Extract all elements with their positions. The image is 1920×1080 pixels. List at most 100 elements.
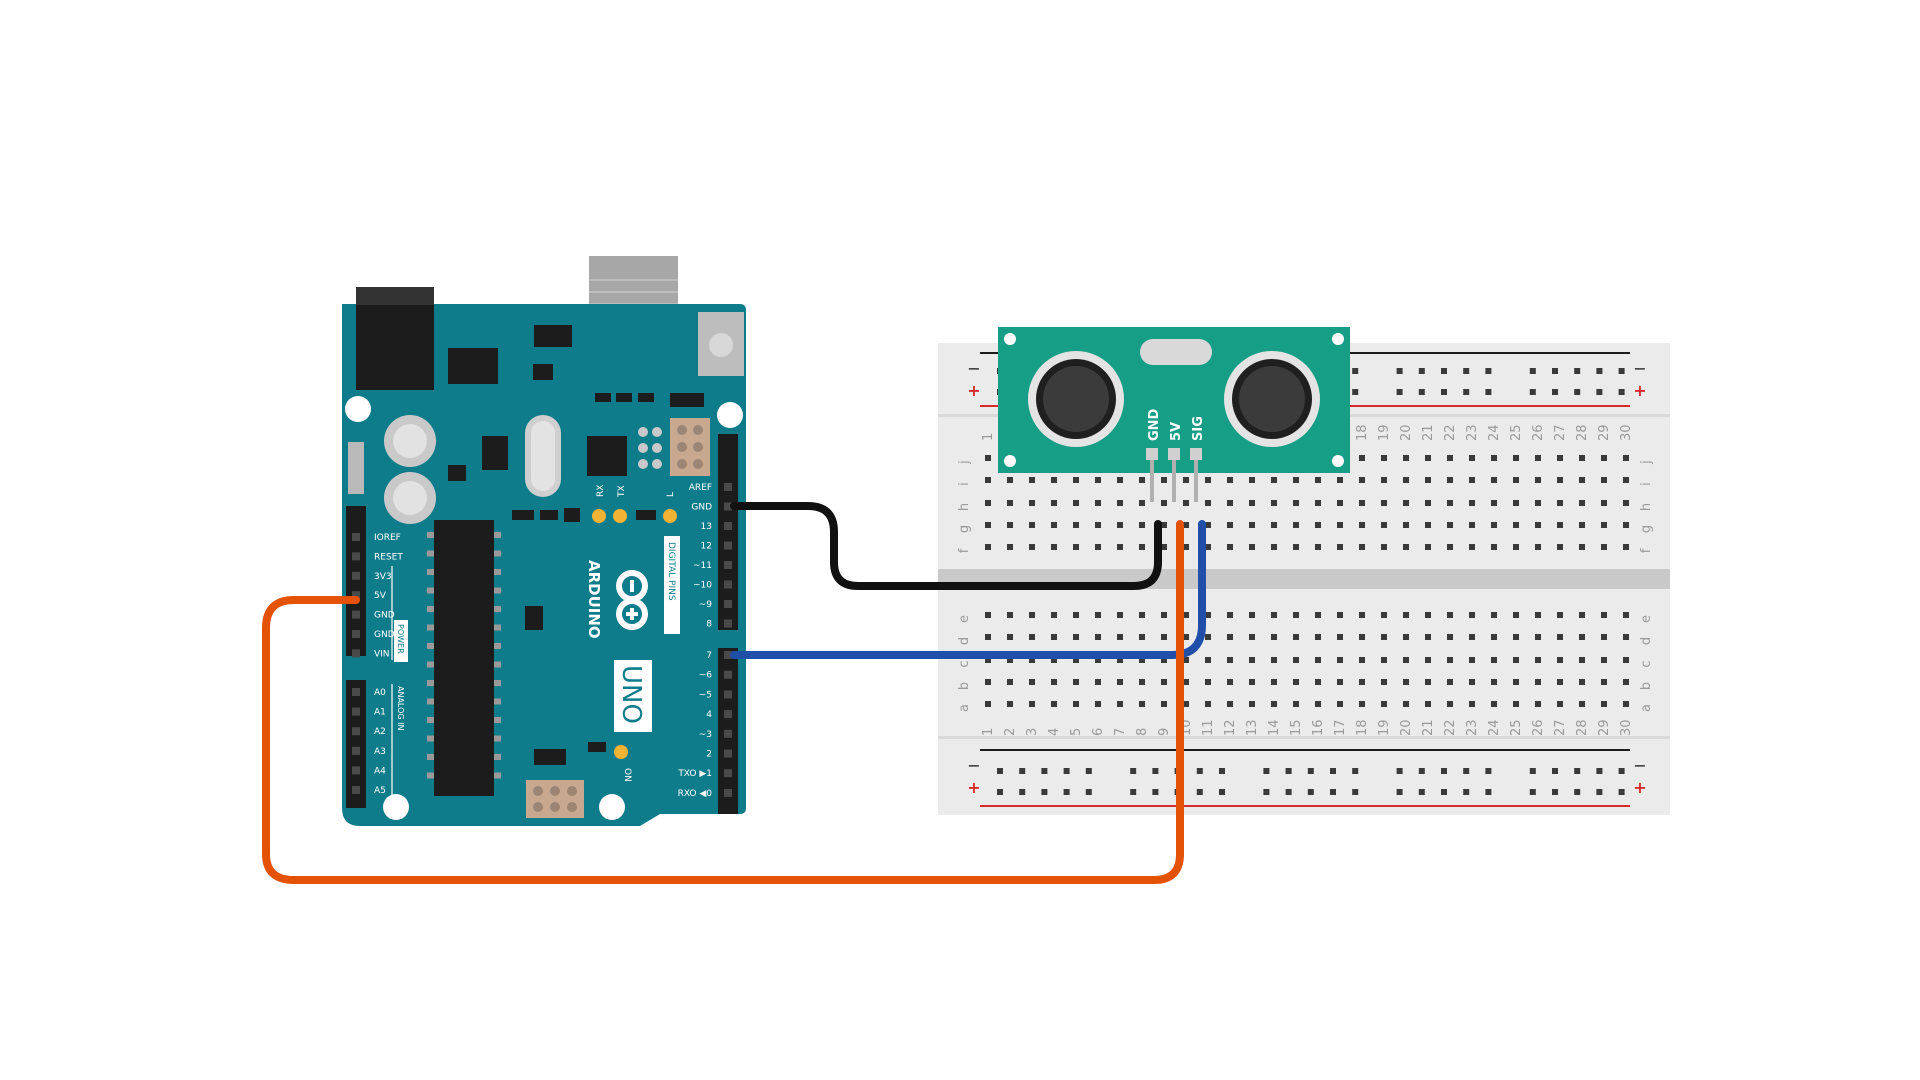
breadboard-hole[interactable] [1337,634,1343,640]
breadboard-hole[interactable] [1359,500,1365,506]
breadboard-hole[interactable] [1535,544,1541,550]
rail-hole[interactable] [1463,768,1470,774]
breadboard-hole[interactable] [1557,522,1563,528]
breadboard-hole[interactable] [1117,500,1123,506]
header-pin[interactable] [352,630,360,638]
header-pin[interactable] [352,727,360,736]
breadboard-hole[interactable] [1007,500,1013,506]
rail-hole[interactable] [1552,368,1558,374]
rail-hole[interactable] [1463,368,1470,374]
rail-hole[interactable] [1529,368,1536,374]
rail-hole[interactable] [997,768,1003,774]
rail-hole[interactable] [1596,389,1603,395]
breadboard-hole[interactable] [1513,522,1519,528]
breadboard-hole[interactable] [1249,522,1255,528]
breadboard-hole[interactable] [1139,612,1145,618]
breadboard-hole[interactable] [1051,477,1057,483]
breadboard-hole[interactable] [1601,544,1607,550]
rail-hole[interactable] [1596,368,1603,374]
breadboard-hole[interactable] [1183,612,1189,618]
rail-hole[interactable] [1396,368,1403,374]
breadboard-hole[interactable] [1073,522,1079,528]
breadboard-hole[interactable] [1579,477,1585,483]
breadboard-hole[interactable] [1623,455,1629,461]
breadboard-hole[interactable] [1095,612,1101,618]
breadboard-hole[interactable] [1359,679,1365,685]
rail-hole[interactable] [1418,368,1425,374]
breadboard-hole[interactable] [1117,634,1123,640]
breadboard-hole[interactable] [1513,455,1519,461]
breadboard-hole[interactable] [1469,657,1475,663]
breadboard-hole[interactable] [1337,612,1343,618]
breadboard-hole[interactable] [1623,544,1629,550]
breadboard-hole[interactable] [1249,500,1255,506]
breadboard-hole[interactable] [1557,500,1563,506]
breadboard-hole[interactable] [1557,634,1563,640]
rail-hole[interactable] [1085,768,1092,774]
breadboard-hole[interactable] [1095,522,1101,528]
rail-hole[interactable] [1441,389,1447,395]
breadboard-hole[interactable] [1271,701,1277,707]
breadboard-hole[interactable] [1623,634,1629,640]
breadboard-hole[interactable] [985,701,991,707]
rail-hole[interactable] [1618,368,1625,374]
breadboard-hole[interactable] [1381,612,1387,618]
breadboard-hole[interactable] [1579,612,1585,618]
rail-hole[interactable] [1307,768,1314,774]
breadboard-hole[interactable] [1557,544,1563,550]
rail-hole[interactable] [1085,789,1092,795]
breadboard-hole[interactable] [1359,612,1365,618]
breadboard-hole[interactable] [1425,500,1431,506]
breadboard-hole[interactable] [1601,634,1607,640]
breadboard-hole[interactable] [1403,544,1409,550]
header-pin[interactable] [724,749,732,758]
breadboard-hole[interactable] [1293,612,1299,618]
breadboard-hole[interactable] [1425,634,1431,640]
header-pin[interactable] [352,766,360,775]
header-pin[interactable] [724,670,732,679]
breadboard-hole[interactable] [1623,522,1629,528]
rail-hole[interactable] [1485,368,1492,374]
breadboard-hole[interactable] [1469,679,1475,685]
breadboard-hole[interactable] [1403,477,1409,483]
breadboard-hole[interactable] [1205,477,1211,483]
header-pin[interactable] [352,786,360,794]
header-pin[interactable] [724,769,732,778]
rail-hole[interactable] [1463,389,1470,395]
breadboard-hole[interactable] [1293,477,1299,483]
breadboard-hole[interactable] [1381,455,1387,461]
breadboard-hole[interactable] [1007,612,1013,618]
header-pin[interactable] [352,610,360,619]
breadboard-hole[interactable] [1051,500,1057,506]
rail-hole[interactable] [1574,368,1581,374]
breadboard-hole[interactable] [1073,477,1079,483]
breadboard-hole[interactable] [985,612,991,618]
breadboard-hole[interactable] [1183,657,1189,663]
breadboard-hole[interactable] [1623,701,1629,707]
breadboard-hole[interactable] [1535,679,1541,685]
breadboard-hole[interactable] [1381,544,1387,550]
breadboard-hole[interactable] [1337,657,1343,663]
breadboard-hole[interactable] [1601,500,1607,506]
rail-hole[interactable] [1596,768,1603,774]
rail-hole[interactable] [1019,768,1026,774]
breadboard-hole[interactable] [1139,477,1145,483]
breadboard-hole[interactable] [1271,634,1277,640]
breadboard-hole[interactable] [1513,657,1519,663]
breadboard-hole[interactable] [1535,612,1541,618]
breadboard-hole[interactable] [1601,679,1607,685]
rail-hole[interactable] [1574,789,1581,795]
breadboard-hole[interactable] [1161,634,1167,640]
breadboard-hole[interactable] [1491,455,1497,461]
breadboard-hole[interactable] [985,500,991,506]
breadboard-hole[interactable] [1073,500,1079,506]
breadboard-hole[interactable] [1007,701,1013,707]
breadboard-hole[interactable] [1315,612,1321,618]
breadboard-hole[interactable] [985,657,991,663]
breadboard-hole[interactable] [1161,679,1167,685]
breadboard-hole[interactable] [1447,634,1453,640]
rail-hole[interactable] [1418,768,1425,774]
breadboard-hole[interactable] [1073,701,1079,707]
breadboard-hole[interactable] [1139,679,1145,685]
breadboard-hole[interactable] [1491,500,1497,506]
